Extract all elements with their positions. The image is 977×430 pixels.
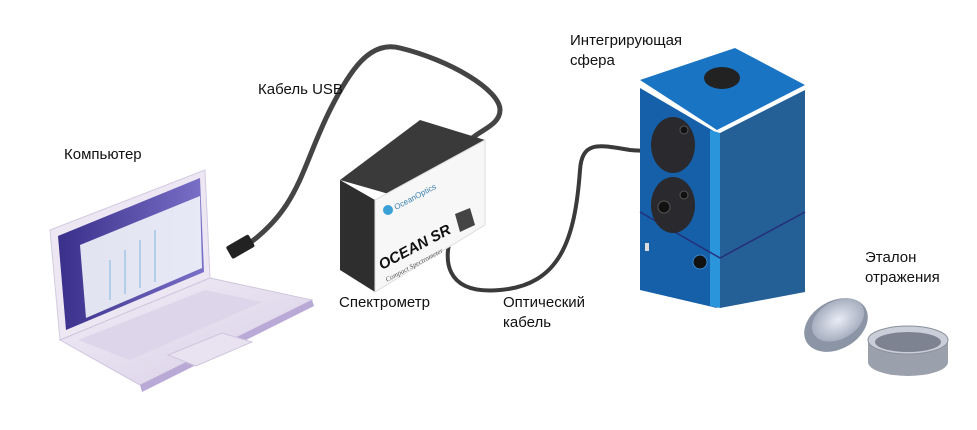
label-sphere-line2: сфера: [570, 52, 615, 69]
laptop-computer: [49, 169, 314, 392]
reflectance-standard: [804, 298, 949, 376]
usb-cable: [237, 44, 503, 253]
label-integrating-sphere: Интегрирующая сфера: [570, 31, 682, 71]
label-optical-cable-line1: Оптический: [503, 294, 586, 311]
label-computer: Компьютер: [64, 146, 142, 163]
label-standard-line2: отражения: [865, 269, 940, 286]
label-usb-cable: Кабель USB: [258, 81, 343, 98]
label-optical-cable: Оптический кабель: [503, 293, 585, 333]
usb-plug: [226, 234, 255, 259]
optical-fiber-cable: [445, 143, 677, 293]
integrating-sphere: [639, 48, 806, 308]
label-standard-line1: Эталон: [865, 249, 917, 266]
spectrometer-device: OceanOptics OCEAN SR Compact Spectromete…: [340, 120, 486, 293]
label-sphere-line1: Интегрирующая: [570, 32, 683, 49]
label-spectrometer: Спектрометр: [339, 294, 430, 311]
label-reflectance-standard: Эталон отражения: [865, 248, 940, 288]
label-optical-cable-line2: кабель: [503, 314, 552, 331]
